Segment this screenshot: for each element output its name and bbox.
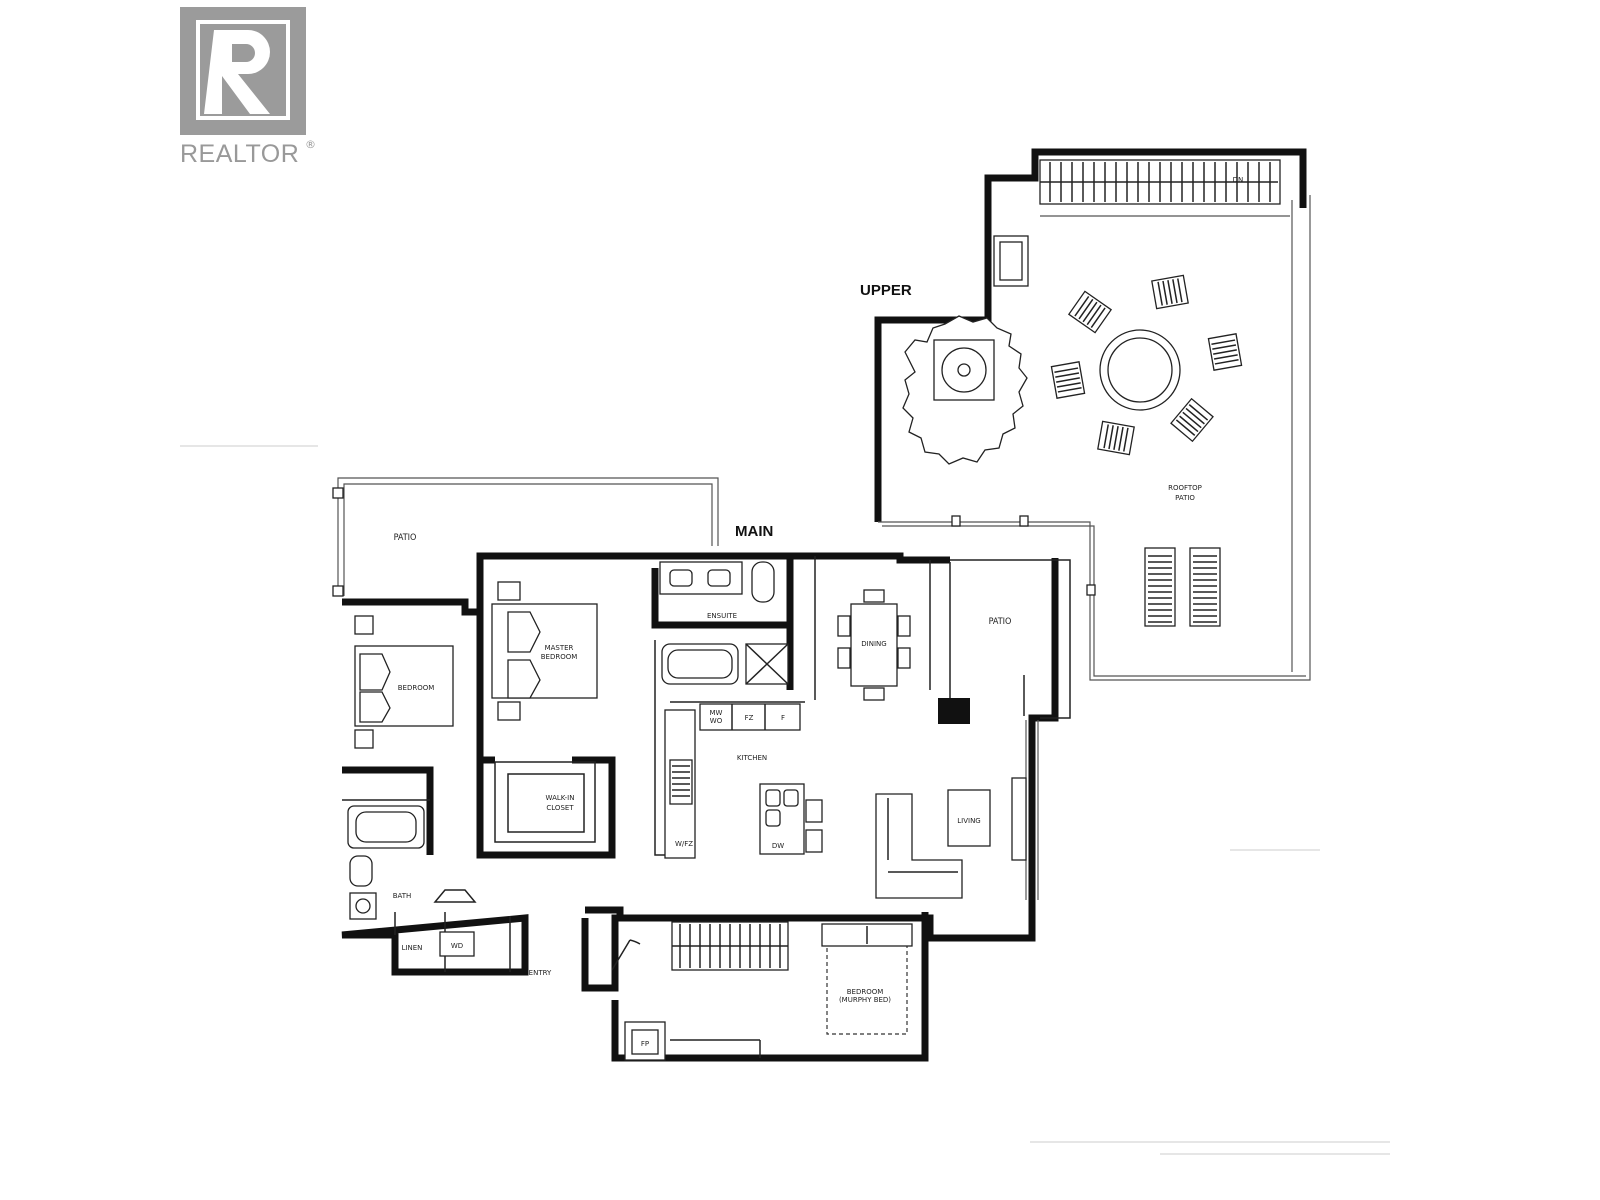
scan-artifacts (180, 445, 1390, 1155)
patio-chair (1050, 361, 1086, 399)
master-bedroom: MASTER BEDROOM (491, 581, 598, 721)
patio-chair (1067, 290, 1113, 334)
master-bedroom-label-1: MASTER (545, 644, 574, 652)
master-bedroom-label-2: BEDROOM (541, 653, 578, 661)
bath-label: BATH (393, 892, 412, 900)
patio-right-label: PATIO (989, 617, 1012, 627)
living-set: LIVING (875, 777, 1027, 899)
patio-chair (1097, 420, 1135, 456)
rooftop-wall (874, 148, 1307, 522)
rooftop-patio-label-2: PATIO (1175, 494, 1195, 502)
walk-in-closet-label-1: WALK-IN (546, 794, 575, 802)
fp-label: FP (641, 1040, 649, 1048)
loungers (1144, 547, 1221, 627)
entry-area: ENTRY FP (529, 939, 666, 1061)
bath-fixtures: BATH LINEN WD (347, 805, 475, 957)
patio-chair (1151, 274, 1189, 310)
mw-label: MW (710, 709, 723, 717)
linen-label: LINEN (402, 944, 423, 952)
planter-table (902, 315, 1028, 465)
round-table-set (1050, 274, 1243, 456)
ensuite-fixtures: ENSUITE (659, 561, 789, 685)
realtor-logo[interactable]: REALTOR ® (180, 7, 316, 168)
dn-label: DN (1233, 176, 1244, 184)
patio-left-label: PATIO (394, 533, 417, 543)
living-label: LIVING (957, 817, 980, 825)
bedroom: BEDROOM (354, 615, 454, 749)
walk-in-closet-label-2: CLOSET (546, 804, 574, 812)
column (938, 698, 970, 724)
dining-set: DINING (837, 589, 911, 701)
rooftop-patio-label-1: ROOFTOP (1168, 484, 1202, 492)
registered-mark: ® (305, 138, 316, 151)
wd-label: WD (451, 942, 463, 950)
patio-chair (1207, 333, 1243, 371)
right-patio-outline (950, 559, 1071, 719)
murphy-bedroom-label-2: (MURPHY BED) (839, 996, 891, 1004)
dw-label: DW (772, 842, 784, 850)
logo-text: REALTOR (180, 140, 299, 168)
f-label: F (781, 714, 785, 722)
murphy-bedroom: BEDROOM (MURPHY BED) (821, 923, 913, 1035)
logo-r-letter (204, 30, 270, 114)
murphy-bedroom-label-1: BEDROOM (847, 988, 884, 996)
upper-label: UPPER (860, 282, 912, 299)
washer-dryer (439, 931, 475, 957)
upper-floor: UPPER DN (860, 148, 1311, 681)
wfz-label: W/FZ (675, 840, 693, 848)
rooftop-stairs: DN (1039, 159, 1290, 217)
patio-chair (1170, 397, 1214, 443)
left-patio-railing (337, 477, 719, 596)
kitchen: MW WO FZ F W/FZ DW KITCHEN (664, 703, 823, 859)
entry-label: ENTRY (529, 969, 552, 977)
fz-label: FZ (745, 714, 754, 722)
ensuite-label: ENSUITE (707, 612, 737, 620)
main-floor: MAIN PATIO PATIO (332, 477, 1071, 1062)
wo-label: WO (710, 717, 723, 725)
main-label: MAIN (735, 523, 773, 540)
rooftop-railing (878, 195, 1311, 681)
dining-label: DINING (861, 640, 886, 648)
main-stairs (671, 921, 789, 971)
walk-in-closet: WALK-IN CLOSET (494, 761, 596, 843)
kitchen-label: KITCHEN (737, 754, 767, 762)
cooktop (669, 759, 693, 805)
bedroom-label: BEDROOM (398, 684, 435, 692)
